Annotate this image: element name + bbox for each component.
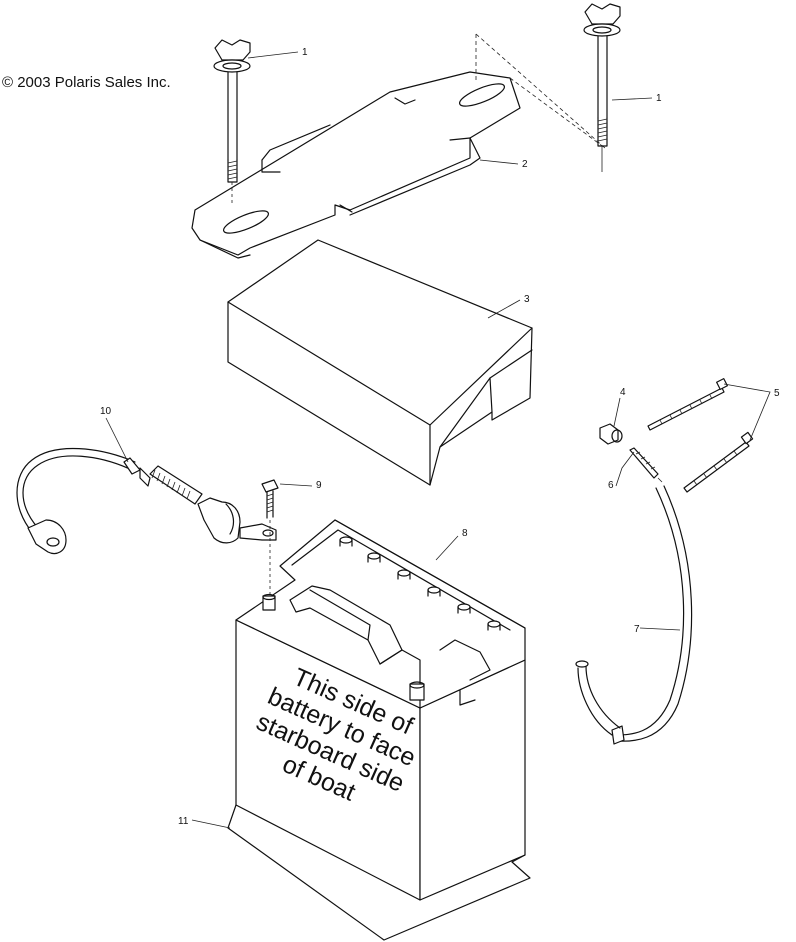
wing-bolt-right (583, 3, 621, 172)
small-bolt (629, 447, 663, 483)
callout-11: 11 (178, 816, 189, 827)
wing-bolt-left (213, 39, 251, 205)
callout-10: 10 (100, 406, 112, 417)
terminal-bolt (261, 479, 279, 600)
callout-8: 8 (462, 528, 468, 539)
positive-cable (575, 485, 693, 745)
callout-9: 9 (316, 480, 322, 491)
battery-side-label: This side of battery to face starboard s… (252, 663, 420, 807)
battery-bracket (191, 71, 521, 259)
callout-3: 3 (524, 294, 530, 305)
callout-6: 6 (608, 480, 614, 491)
leader-lines (105, 51, 771, 829)
callout-4: 4 (620, 387, 626, 398)
callout-1-left: 1 (302, 47, 308, 58)
callout-2: 2 (522, 159, 528, 170)
terminal-nut (599, 423, 623, 445)
battery-cover (227, 239, 533, 486)
callout-1-right: 1 (656, 93, 662, 104)
callout-labels: 1 1 2 3 4 5 6 7 8 9 10 11 (100, 47, 780, 827)
callout-5: 5 (774, 388, 780, 399)
callout-7: 7 (634, 624, 640, 635)
copyright-notice: © 2003 Polaris Sales Inc. (2, 74, 171, 91)
negative-cable (16, 447, 277, 555)
cable-ties (647, 378, 754, 493)
battery (227, 519, 531, 941)
